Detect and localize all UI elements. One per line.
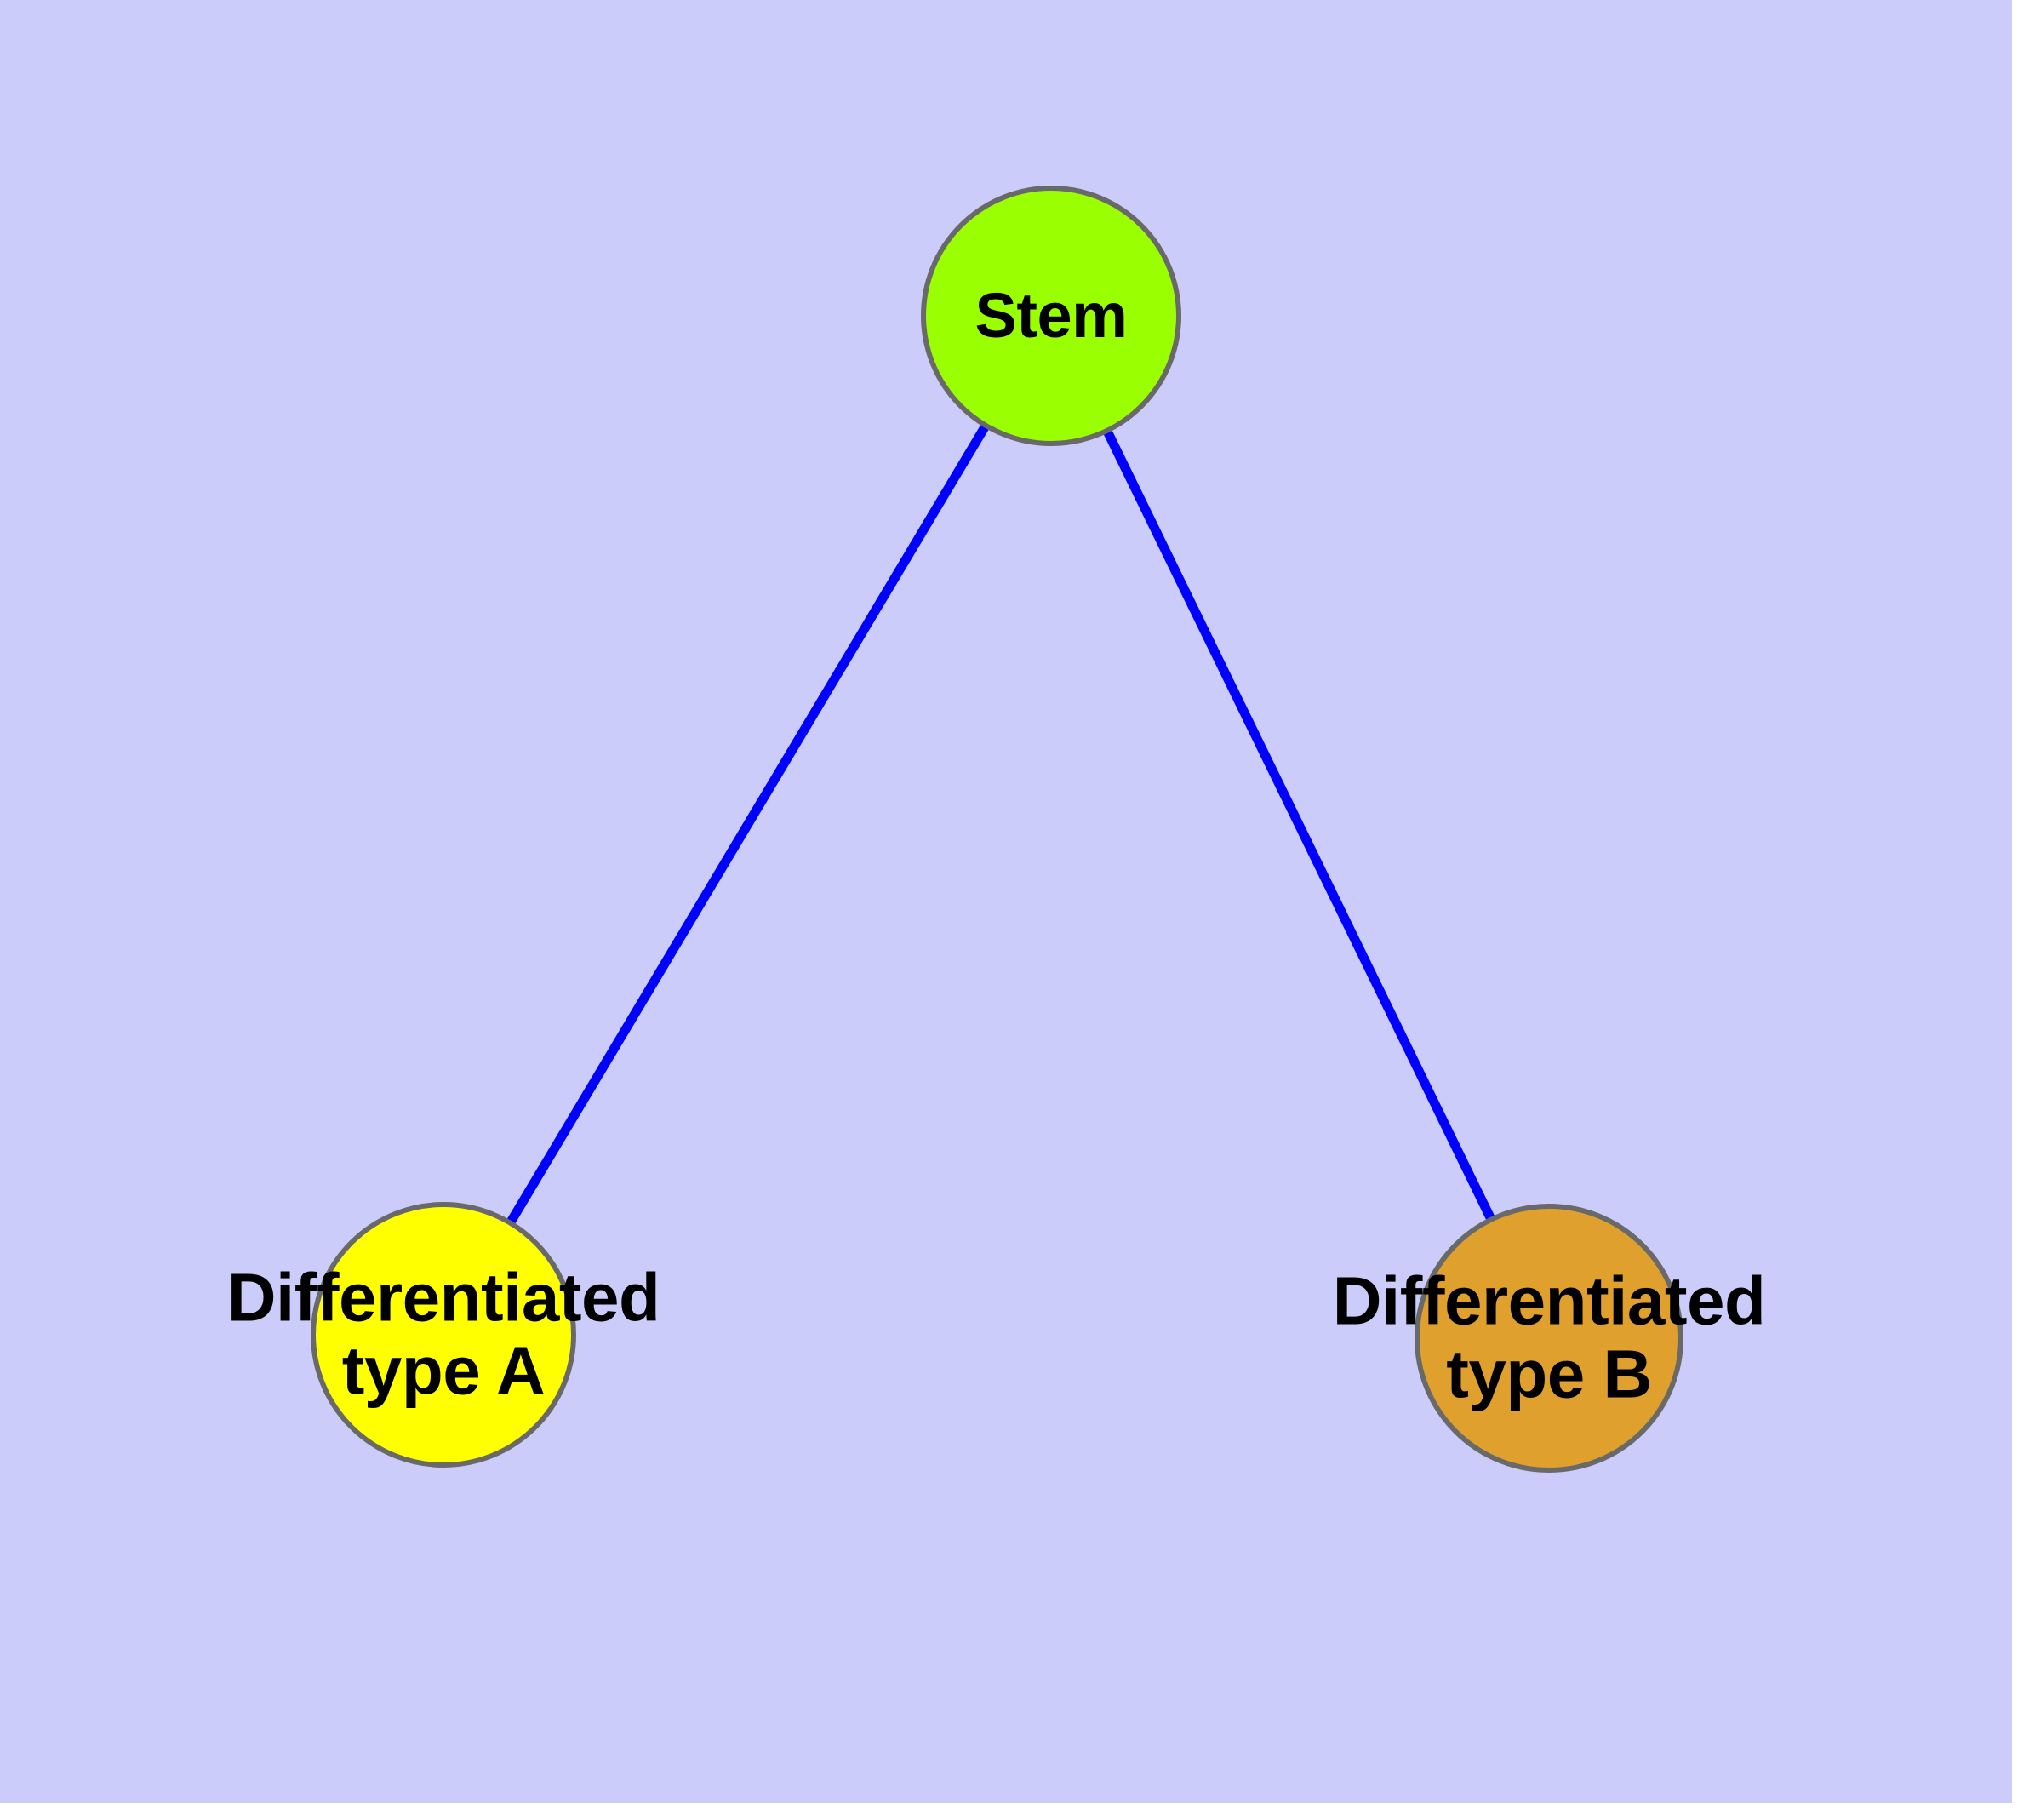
- edge-stem-to-differentiated-type-a: [439, 313, 1055, 1337]
- edge-layer: [439, 313, 1553, 1341]
- node-layer: [311, 186, 1683, 1473]
- node-stem[interactable]: [921, 186, 1181, 446]
- edge-stem-to-differentiated-type-b: [1047, 313, 1553, 1341]
- node-differentiated-type-b[interactable]: [1415, 1204, 1683, 1473]
- node-differentiated-type-a[interactable]: [311, 1202, 576, 1468]
